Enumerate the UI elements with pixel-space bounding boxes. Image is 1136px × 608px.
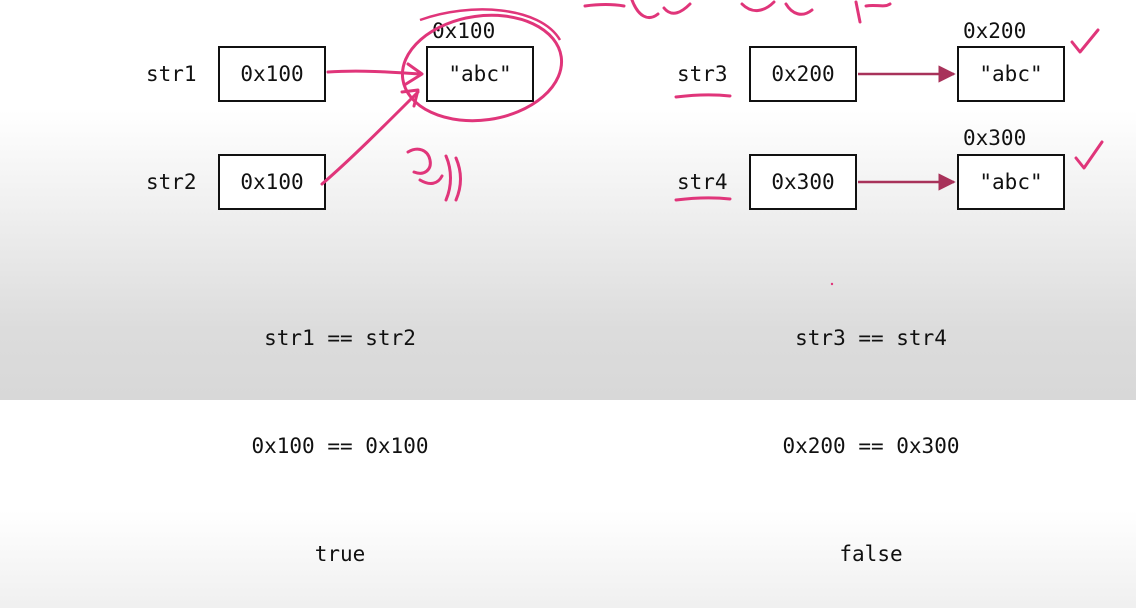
var-label-str4: str4: [677, 170, 728, 194]
comparison-addr-left: 0x100 == 0x100: [251, 434, 429, 458]
comparison-expr-right: str3 == str4: [795, 326, 947, 350]
comparison-expr-left: str1 == str2: [264, 326, 416, 350]
object-address-right-2: 0x300: [963, 126, 1027, 150]
handwritten-note-top: [583, 0, 892, 24]
handdrawn-circle-icon: [400, 13, 564, 123]
reference-box-str3: 0x200: [749, 46, 857, 102]
object-address-right-1: 0x200: [963, 19, 1027, 43]
diagram-overlay: [320, 0, 1104, 286]
comparison-value-left: true: [314, 542, 366, 566]
underline-str4: [674, 196, 732, 202]
check-icon: [1074, 140, 1104, 170]
handdrawn-arrows-left: [320, 62, 424, 186]
underline-str3: [674, 93, 732, 99]
check-icon: [1070, 28, 1100, 54]
handdrawn-circle-stroke: [419, 8, 562, 41]
string-object-right-2: "abc": [957, 154, 1065, 210]
slide: { "left": { "var1": { "label": "str1", "…: [0, 0, 1136, 566]
reference-box-str1: 0x100: [218, 46, 326, 102]
string-object-left: "abc": [426, 46, 534, 102]
reference-box-str2: 0x100: [218, 154, 326, 210]
comparison-value-right: false: [839, 542, 903, 566]
string-object-right-1: "abc": [957, 46, 1065, 102]
comparison-addr-right: 0x200 == 0x300: [782, 434, 960, 458]
var-label-str3: str3: [677, 62, 728, 86]
handwritten-note-middle: [406, 147, 462, 202]
stray-mark: [830, 282, 834, 286]
var-label-str2: str2: [146, 170, 197, 194]
var-label-str1: str1: [146, 62, 197, 86]
reference-box-str4: 0x300: [749, 154, 857, 210]
object-address-left: 0x100: [432, 19, 496, 43]
